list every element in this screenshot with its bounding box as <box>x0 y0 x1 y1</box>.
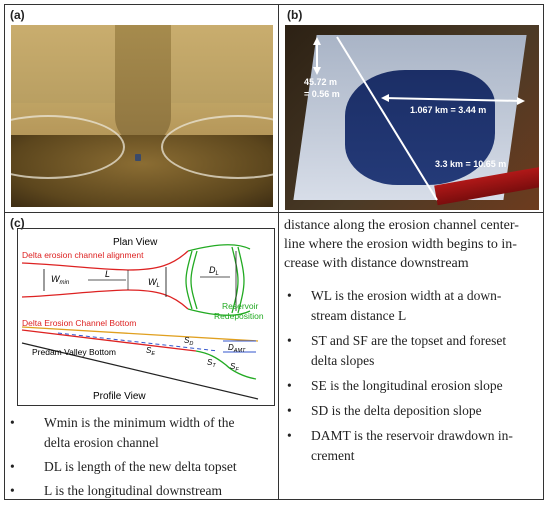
foreset-curve <box>195 350 257 380</box>
svg-text:DL: DL <box>209 265 219 277</box>
panel-a-label: (a) <box>10 8 25 22</box>
profile-view-title: Profile View <box>93 391 146 402</box>
height-label-bottom: = 0.56 m <box>304 89 340 99</box>
height-label-top: 45.72 m <box>304 77 338 87</box>
paragraph-continuation: distance along the erosion channel cente… <box>284 218 519 271</box>
predam-valley-line <box>21 342 259 400</box>
redeposition-label-1: Reservoir <box>222 301 259 311</box>
photo-a-sediment-model <box>11 25 273 207</box>
svg-text:WL: WL <box>148 277 160 289</box>
panel-c-label: (c) <box>10 216 25 230</box>
channel-upper-bank <box>21 250 189 271</box>
marker-object <box>135 154 141 161</box>
svg-text:SF: SF <box>230 362 239 373</box>
length-label: 3.3 km = 10.65 m <box>435 159 507 169</box>
redeposition-label-2: Redeposition <box>214 311 264 321</box>
deposition-slope-line <box>57 332 219 352</box>
svg-text:SD: SD <box>184 336 193 347</box>
channel-bottom-label: Delta Erosion Channel Bottom <box>22 318 136 328</box>
photo-b-flume-overview: 45.72 m = 0.56 m 1.067 km = 3.44 m 3.3 k… <box>285 25 539 210</box>
d-l-label: D <box>209 265 216 275</box>
erosion-channel-diagram: Plan View Delta erosion channel alignmen… <box>21 237 264 402</box>
svg-text:Wmin: Wmin <box>51 274 70 286</box>
svg-text:DAMT: DAMT <box>228 343 246 354</box>
vertical-divider <box>278 4 279 500</box>
plan-view-title: Plan View <box>113 237 158 248</box>
channel-lower-bank <box>21 289 189 310</box>
s-f-label: S <box>230 362 236 371</box>
diagram-frame <box>17 228 275 406</box>
d-amt-label: D <box>228 343 234 352</box>
original-delta-surface <box>21 326 259 342</box>
svg-text:ST: ST <box>207 358 216 369</box>
l-label: L <box>105 269 110 279</box>
panel-b-label: (b) <box>287 8 303 22</box>
svg-text:SE: SE <box>146 346 155 357</box>
alignment-label: Delta erosion channel alignment <box>22 250 144 260</box>
s-d-label: S <box>184 336 190 345</box>
w-l-label: W <box>148 277 158 287</box>
redeposition-bottom <box>187 308 251 316</box>
s-t-label: S <box>207 358 213 367</box>
channel-bottom-line <box>21 329 197 352</box>
horizontal-divider <box>4 212 544 213</box>
s-e-label: S <box>146 346 152 355</box>
predam-label: Predam Valley Bottom <box>32 347 116 357</box>
figure-frame <box>4 4 544 500</box>
width-label: 1.067 km = 3.44 m <box>410 105 487 115</box>
redeposition-top <box>187 244 251 252</box>
w-min-label: W <box>51 274 61 284</box>
